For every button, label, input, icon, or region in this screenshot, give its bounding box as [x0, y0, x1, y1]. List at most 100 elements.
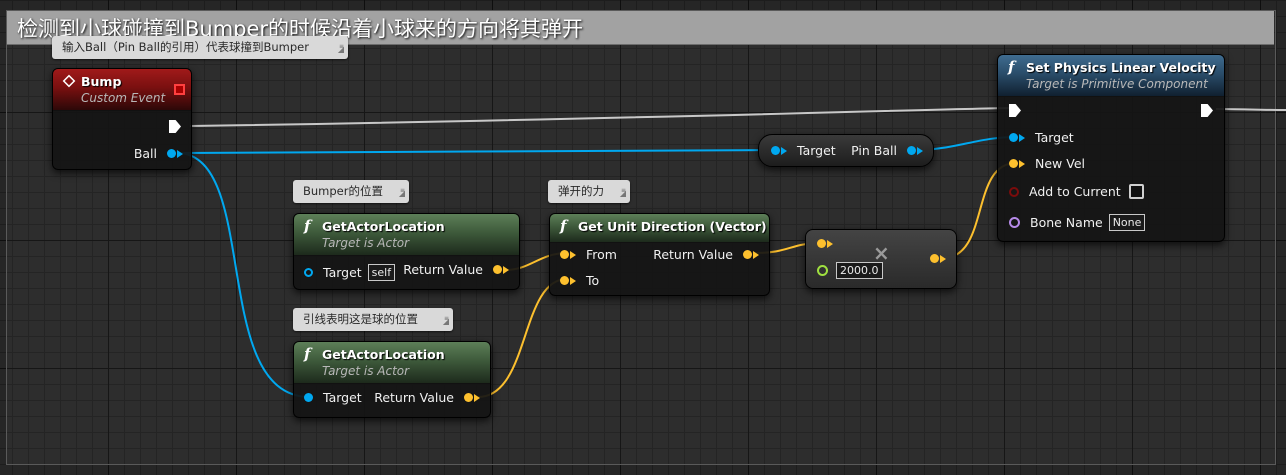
- set-physics-exec-out[interactable]: [1201, 104, 1213, 117]
- gud-return-pin[interactable]: Return Value: [653, 247, 759, 262]
- set-physics-title: Set Physics Linear Velocity: [1026, 60, 1216, 75]
- target-pin-icon[interactable]: [304, 268, 313, 277]
- bubble-pin-icon[interactable]: ◢: [337, 45, 344, 54]
- comment-bubble-bump[interactable]: 输入Ball（Pin Ball的引用）代表球撞到Bumper ◢ ≡: [52, 36, 348, 59]
- set-physics-target-pin[interactable]: Target: [1009, 130, 1074, 145]
- bubble-corner-icon: ≡: [399, 187, 405, 194]
- gal1-target-value[interactable]: self: [367, 264, 396, 281]
- function-icon: f: [560, 217, 567, 235]
- set-physics-header[interactable]: f Set Physics Linear Velocity Target is …: [998, 55, 1224, 97]
- set-physics-subtitle: Target is Primitive Component: [1026, 77, 1208, 91]
- pin-arrow-icon: [940, 254, 946, 263]
- bubble-bump-text: 输入Ball（Pin Ball的引用）代表球撞到Bumper: [62, 40, 309, 54]
- gal1-target-pin[interactable]: Target self: [304, 264, 396, 281]
- set-physics-newvel-label: New Vel: [1035, 156, 1085, 171]
- target-pin-icon[interactable]: [771, 146, 780, 155]
- set-physics-target-label: Target: [1035, 130, 1074, 145]
- get-unit-direction-node[interactable]: f Get Unit Direction (Vector) From To Re…: [549, 213, 770, 296]
- set-physics-linear-velocity-node[interactable]: f Set Physics Linear Velocity Target is …: [997, 54, 1225, 242]
- gal2-return-label: Return Value: [374, 390, 454, 405]
- pin-arrow-icon: [570, 250, 576, 259]
- return-pin-icon[interactable]: [493, 265, 502, 274]
- pin-arrow-icon: [177, 149, 183, 158]
- pin-ball-cast-node[interactable]: Target Pin Ball: [758, 134, 934, 167]
- bump-exec-out[interactable]: [169, 120, 181, 133]
- pin-arrow-icon: [753, 250, 759, 259]
- bubble-bumper-location-text: Bumper的位置: [303, 184, 383, 198]
- gud-from-pin[interactable]: From: [560, 247, 617, 262]
- name-pin-icon[interactable]: [1009, 217, 1020, 228]
- target-pin-icon[interactable]: [304, 393, 313, 402]
- multiply-node[interactable]: × 2000.0: [805, 229, 957, 289]
- bubble-corner-icon: ≡: [338, 43, 344, 50]
- set-physics-add-current-pin[interactable]: Add to Current: [1009, 184, 1144, 199]
- multiply-in-a-pin[interactable]: [817, 239, 833, 248]
- gal2-return-pin[interactable]: Return Value: [374, 390, 480, 405]
- bubble-ball-location-text: 引线表明这是球的位置: [303, 312, 418, 326]
- get-unit-direction-header[interactable]: f Get Unit Direction (Vector): [550, 214, 769, 243]
- return-pin-icon[interactable]: [743, 250, 752, 259]
- new-vel-pin-icon[interactable]: [1009, 159, 1018, 168]
- pinball-target-pin[interactable]: Target: [771, 143, 836, 158]
- bump-node-header[interactable]: Bump Custom Event: [53, 69, 191, 111]
- from-pin-icon[interactable]: [560, 250, 569, 259]
- exec-out-icon[interactable]: [1201, 104, 1213, 117]
- get-actor-location-1-title: GetActorLocation: [322, 219, 445, 234]
- bubble-pin-icon[interactable]: ◢: [442, 317, 449, 326]
- get-actor-location-node-1[interactable]: f GetActorLocation Target is Actor Targe…: [293, 213, 520, 290]
- exec-in-icon[interactable]: [1009, 104, 1021, 117]
- vector-in-icon[interactable]: [817, 239, 826, 248]
- pin-arrow-icon: [1019, 133, 1025, 142]
- get-actor-location-2-title: GetActorLocation: [322, 347, 445, 362]
- get-actor-location-2-subtitle: Target is Actor: [322, 364, 410, 378]
- gal2-target-label: Target: [323, 390, 362, 405]
- pin-arrow-icon: [570, 276, 576, 285]
- ball-to-pinball-wire: [179, 149, 779, 154]
- to-pin-icon[interactable]: [560, 276, 569, 285]
- bump-node-subtitle: Custom Event: [81, 91, 166, 105]
- event-icon: [62, 74, 76, 88]
- bubble-bounce-force-text: 弹开的力: [558, 184, 604, 198]
- bool-pin-icon[interactable]: [1009, 186, 1019, 197]
- get-actor-location-node-2[interactable]: f GetActorLocation Target is Actor Targe…: [293, 341, 491, 418]
- output-pin-icon[interactable]: [907, 146, 916, 155]
- bubble-pin-icon[interactable]: ◢: [619, 189, 626, 198]
- comment-bubble-ball-location[interactable]: 引线表明这是球的位置 ◢ ≡: [293, 308, 453, 331]
- comment-bubble-bounce-force[interactable]: 弹开的力 ◢ ≡: [548, 180, 630, 203]
- add-to-current-checkbox[interactable]: [1128, 184, 1144, 199]
- multiply-in-b-pin[interactable]: 2000.0: [817, 262, 883, 279]
- gud-to-pin[interactable]: To: [560, 273, 599, 288]
- bone-name-value-field[interactable]: None: [1108, 214, 1146, 231]
- gud-to-label: To: [586, 273, 600, 288]
- gal1-return-pin[interactable]: Return Value: [403, 262, 509, 277]
- gal2-target-pin[interactable]: Target: [304, 390, 362, 405]
- exec-out-icon[interactable]: [169, 120, 181, 133]
- multiply-out-pin[interactable]: [930, 254, 946, 263]
- vector-out-icon[interactable]: [930, 254, 939, 263]
- multiply-operator-icon: ×: [873, 241, 890, 265]
- get-actor-location-1-header[interactable]: f GetActorLocation Target is Actor: [294, 214, 519, 256]
- set-physics-bone-name-pin[interactable]: Bone Name None: [1009, 214, 1146, 231]
- ball-pin-icon[interactable]: [167, 149, 176, 158]
- bubble-pin-icon[interactable]: ◢: [398, 189, 405, 198]
- ball-to-location-wire: [179, 152, 311, 398]
- bump-event-node[interactable]: Bump Custom Event Ball: [52, 68, 192, 170]
- set-physics-newvel-pin[interactable]: New Vel: [1009, 156, 1085, 171]
- set-physics-exec-in[interactable]: [1009, 104, 1021, 117]
- get-actor-location-2-header[interactable]: f GetActorLocation Target is Actor: [294, 342, 490, 384]
- return-pin-icon[interactable]: [464, 393, 473, 402]
- function-icon: f: [304, 345, 311, 363]
- float-in-icon[interactable]: [817, 265, 828, 276]
- target-pin-icon[interactable]: [1009, 133, 1018, 142]
- pinball-output-pin[interactable]: Pin Ball: [851, 143, 923, 158]
- comment-box[interactable]: [6, 10, 1276, 465]
- pin-arrow-icon: [917, 146, 923, 155]
- bump-ball-pin[interactable]: Ball: [134, 146, 183, 161]
- comment-bubble-bumper-location[interactable]: Bumper的位置 ◢ ≡: [293, 180, 409, 203]
- delegate-pin-icon[interactable]: [174, 84, 185, 95]
- function-icon: f: [1008, 58, 1015, 76]
- pin-arrow-icon: [827, 239, 833, 248]
- multiply-value-field[interactable]: 2000.0: [836, 262, 883, 279]
- pin-arrow-icon: [474, 393, 480, 402]
- pinball-target-label: Target: [797, 143, 836, 158]
